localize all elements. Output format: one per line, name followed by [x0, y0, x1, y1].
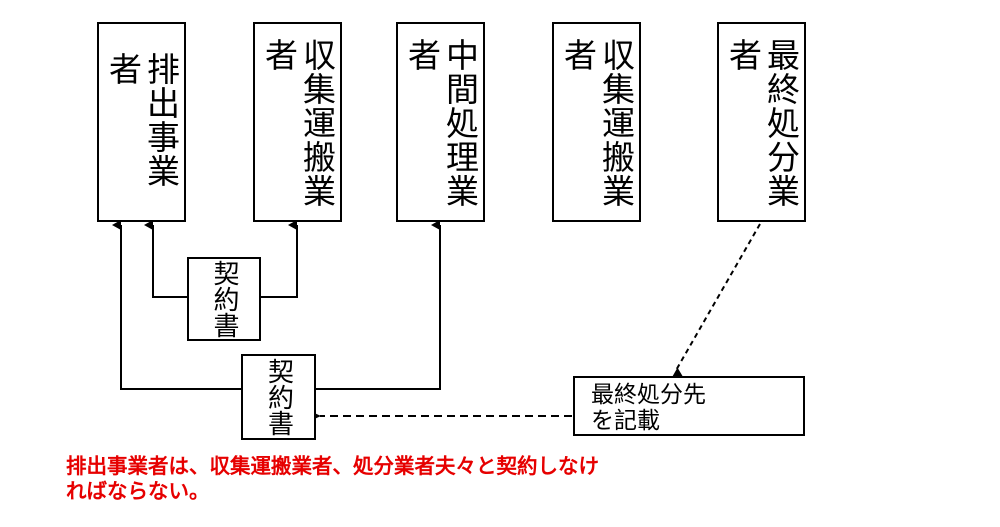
- entity-box-emitter: 排出事業者: [97, 22, 186, 222]
- entity-box-collector-1: 収集運搬業者: [253, 22, 342, 222]
- contract-box-1: 契約書: [187, 257, 261, 341]
- caption-text: 排出事業者は、収集運搬業者、処分業者夫々と契約しなけ ればならない。: [66, 454, 599, 504]
- note-line-2: を記載: [591, 408, 660, 434]
- caption-line-2: ればならない。: [66, 479, 210, 503]
- contract1-line-left: [144, 220, 188, 298]
- contract1-line-right: [260, 220, 298, 298]
- dashed-arrow-final-to-note: [672, 223, 761, 377]
- entity-box-intermediate: 中間処理業者: [396, 22, 485, 222]
- caption-line-1: 排出事業者は、収集運搬業者、処分業者夫々と契約しなけ: [66, 454, 599, 478]
- note-line-1: 最終処分先: [591, 382, 706, 408]
- contract-label-1: 契約書: [209, 260, 239, 338]
- contract-label-2: 契約書: [263, 358, 294, 436]
- contract2-line-right: [315, 220, 441, 390]
- note-box-final-destination: 最終処分先 を記載: [573, 376, 805, 436]
- entity-label-collector-2: 収集運搬業者: [558, 38, 636, 208]
- entity-box-final-disposer: 最終処分業者: [717, 22, 806, 222]
- entity-label-intermediate: 中間処理業者: [402, 38, 480, 208]
- entity-label-collector-1: 収集運搬業者: [259, 38, 337, 208]
- entity-label-final-disposer: 最終処分業者: [723, 38, 801, 208]
- entity-label-emitter: 排出事業者: [103, 52, 181, 188]
- contract-box-2: 契約書: [241, 354, 316, 440]
- entity-box-collector-2: 収集運搬業者: [552, 22, 641, 222]
- contract2-line-left: [112, 220, 242, 390]
